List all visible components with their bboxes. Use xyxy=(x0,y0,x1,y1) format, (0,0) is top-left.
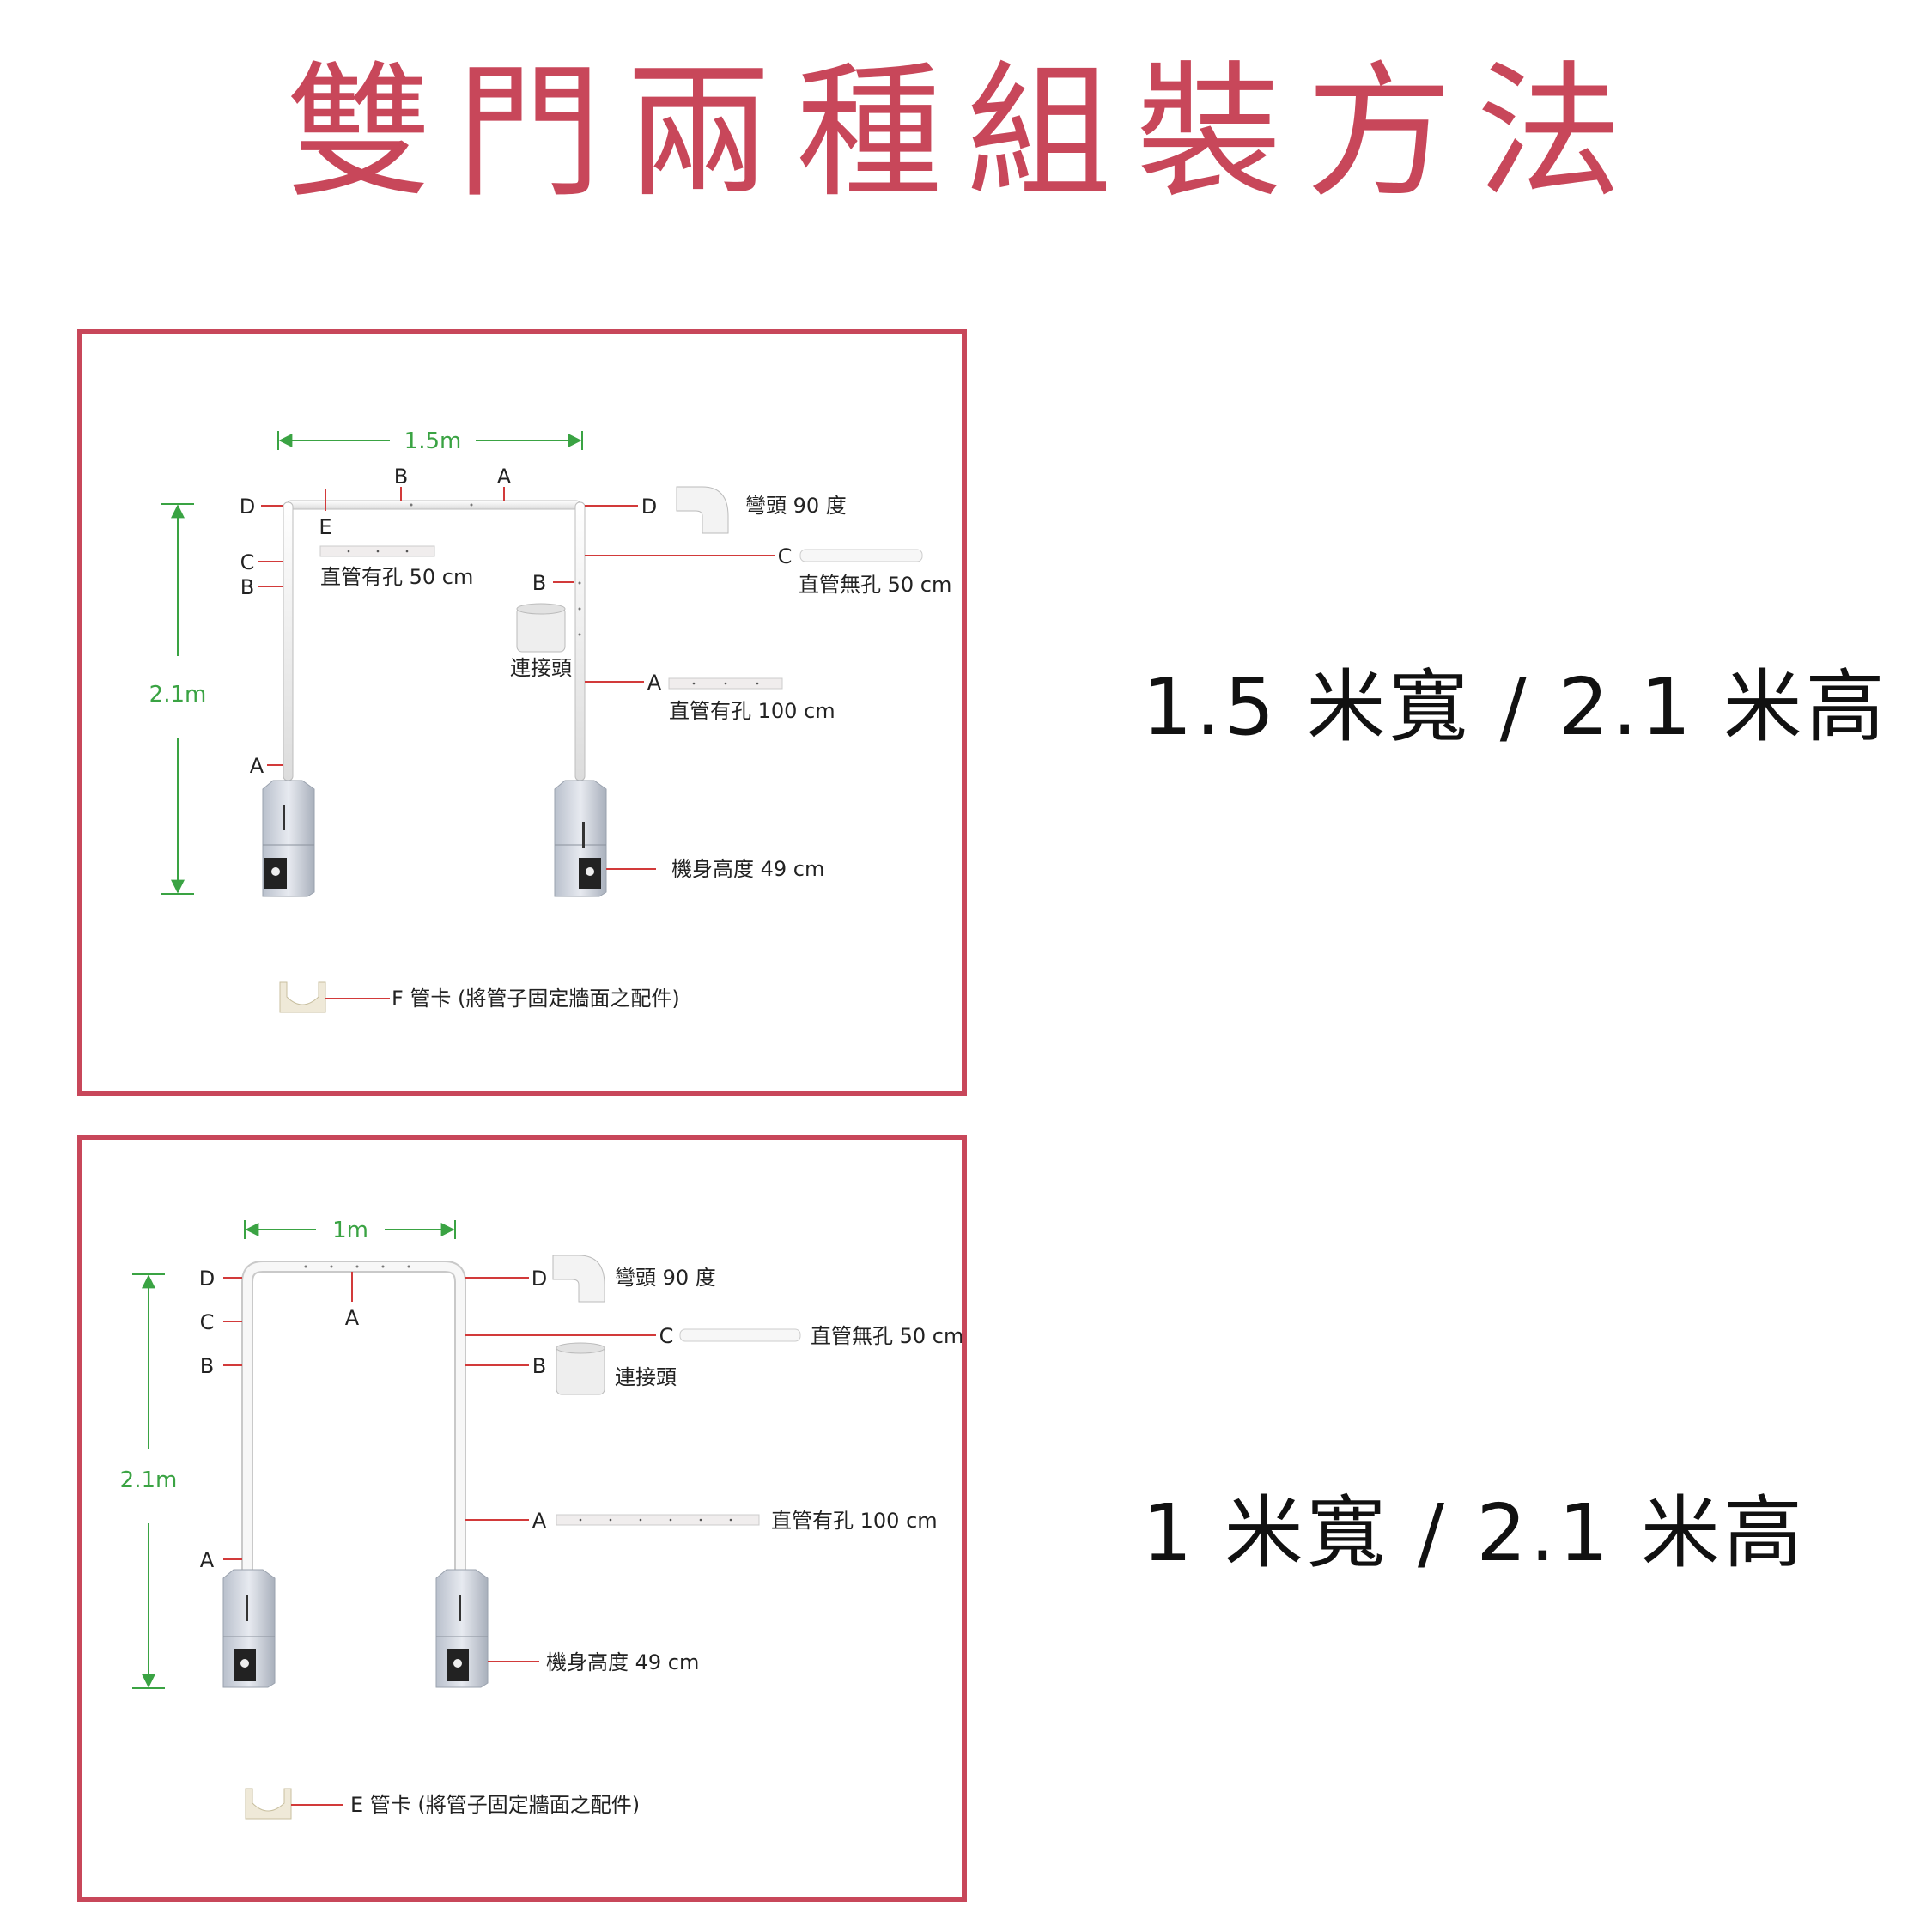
height-label: 2.1m xyxy=(120,1467,178,1493)
width-label: 1m xyxy=(332,1218,368,1243)
label-a-right: A xyxy=(647,671,662,695)
panel-2-caption: 1 米寬 / 2.1 米高 xyxy=(1142,1487,1806,1579)
height-dimension: 2.1m xyxy=(120,1273,178,1689)
label-b-left: B xyxy=(240,575,254,599)
label-d-left: D xyxy=(199,1267,215,1291)
label-e-top: E xyxy=(319,515,331,539)
panel-1-caption: 1.5 米寬 / 2.1 米高 xyxy=(1142,661,1888,753)
clip-label: E 管卡 (將管子固定牆面之配件) xyxy=(350,1793,640,1817)
height-dimension: 2.1m xyxy=(149,503,207,895)
width-dimension: 1m xyxy=(244,1218,456,1243)
pipe-plain-50-label: 直管無孔 50 cm xyxy=(799,573,951,597)
label-c-right: C xyxy=(778,544,793,568)
pipe-holes-100-label: 直管有孔 100 cm xyxy=(771,1509,938,1533)
pipe-plain-50-label: 直管無孔 50 cm xyxy=(811,1324,962,1348)
humidifier-left xyxy=(262,780,315,897)
label-a-right: A xyxy=(532,1509,547,1533)
height-label: 2.1m xyxy=(149,682,207,708)
elbow-label: 彎頭 90 度 xyxy=(615,1266,716,1290)
connector-part: 連接頭 xyxy=(556,1342,677,1395)
label-b-top: B xyxy=(394,465,408,489)
label-c-left: C xyxy=(200,1310,215,1334)
assembly-panel-1: 1.5m 2.1m xyxy=(77,329,967,1096)
page-title: 雙門兩種組裝方法 xyxy=(285,48,1646,218)
label-a-left: A xyxy=(200,1548,215,1572)
elbow-part: 彎頭 90 度 xyxy=(676,486,847,534)
label-d-right: D xyxy=(641,495,657,519)
label-b-left: B xyxy=(200,1354,214,1378)
connector-label: 連接頭 xyxy=(510,656,572,680)
leader-lines xyxy=(223,1272,656,1662)
label-a-left: A xyxy=(250,754,264,778)
assembly-diagram-1: 1.5m 2.1m xyxy=(149,428,951,1013)
label-a-top: A xyxy=(345,1306,360,1330)
label-c-left: C xyxy=(240,550,255,574)
label-a-top: A xyxy=(497,465,512,489)
pipe-holes-100-label: 直管有孔 100 cm xyxy=(669,699,835,723)
clip-part: E 管卡 (將管子固定牆面之配件) xyxy=(245,1788,640,1820)
humidifier-right xyxy=(435,1569,489,1688)
pipe-plain-50-part: 直管無孔 50 cm xyxy=(799,549,951,597)
clip-label: F 管卡 (將管子固定牆面之配件) xyxy=(392,987,680,1011)
clip-part: F 管卡 (將管子固定牆面之配件) xyxy=(279,981,680,1013)
width-dimension: 1.5m xyxy=(277,428,583,454)
humidifier-right xyxy=(554,780,607,897)
elbow-label: 彎頭 90 度 xyxy=(745,494,847,518)
pipe-frame xyxy=(241,1261,466,1580)
label-c-right: C xyxy=(659,1324,674,1348)
connector-part: 連接頭 xyxy=(510,603,572,680)
leader-lines xyxy=(258,487,775,999)
body-height-label: 機身高度 49 cm xyxy=(546,1650,699,1674)
assembly-panel-2: 1m 2.1m xyxy=(77,1135,967,1902)
width-label: 1.5m xyxy=(404,428,462,454)
pipe-holes-50-label: 直管有孔 50 cm xyxy=(320,565,473,589)
pipe-holes-100-part: 直管有孔 100 cm xyxy=(668,677,835,723)
label-d-right: D xyxy=(532,1267,547,1291)
pipe-plain-50-part: 直管無孔 50 cm xyxy=(679,1324,962,1348)
elbow-part: 彎頭 90 度 xyxy=(552,1255,716,1303)
connector-label: 連接頭 xyxy=(615,1365,677,1389)
label-b-right: B xyxy=(532,1354,546,1378)
pipe-holes-100-part: 直管有孔 100 cm xyxy=(556,1509,938,1533)
humidifier-left xyxy=(222,1569,276,1688)
body-height-label: 機身高度 49 cm xyxy=(671,857,824,881)
assembly-diagram-2: 1m 2.1m xyxy=(120,1218,962,1820)
label-d-left: D xyxy=(240,495,255,519)
label-b-right: B xyxy=(532,571,546,595)
pipe-holes-50-part: 直管有孔 50 cm xyxy=(319,545,473,589)
